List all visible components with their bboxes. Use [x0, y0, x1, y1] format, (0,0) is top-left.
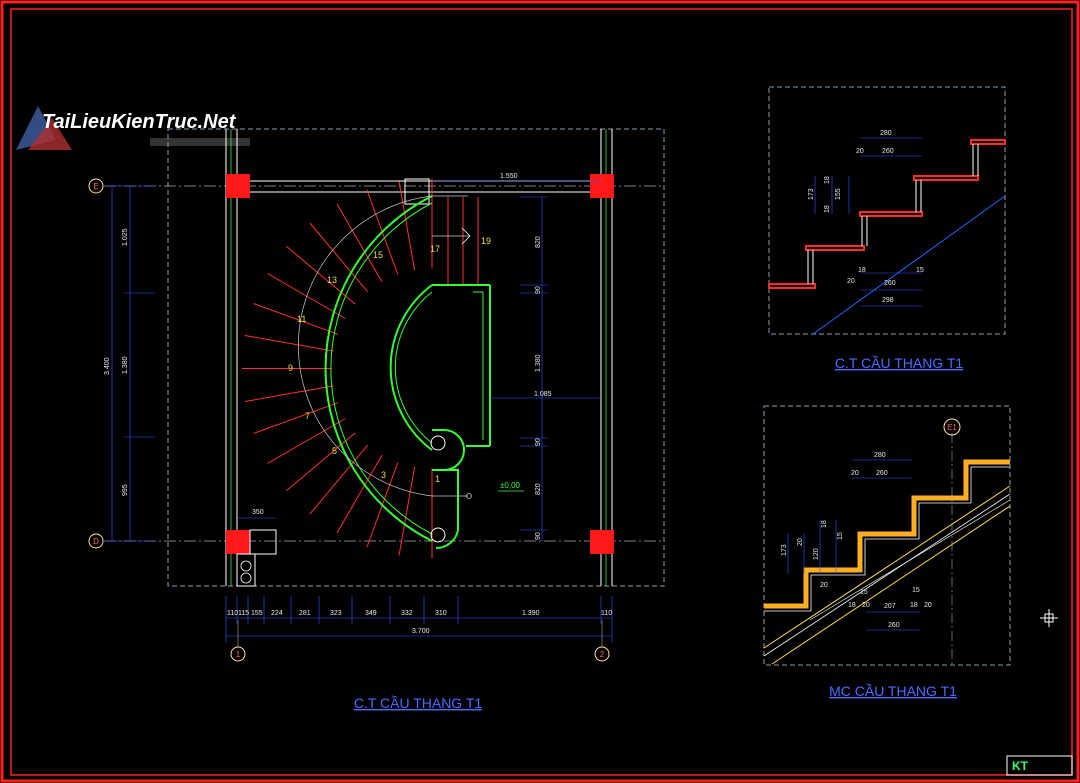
dim: 18 — [824, 205, 831, 213]
stair-tread-line — [286, 432, 356, 491]
dim: 173 — [808, 188, 815, 200]
dim-bottom: 155 — [251, 610, 263, 617]
dim: 20 — [820, 582, 828, 589]
axis-label-2: 2 — [600, 650, 605, 659]
detail-top-caption: C.T CẦU THANG T1 — [835, 355, 964, 371]
dim: 18 — [848, 602, 856, 609]
dim: 207 — [884, 603, 896, 610]
step-label: 5 — [332, 446, 337, 456]
dim-bottom: 281 — [299, 610, 311, 617]
step-label: 11 — [297, 314, 306, 324]
dim-right: 820 — [535, 483, 542, 495]
dim-bottom: 110 — [227, 610, 238, 617]
crosshair-icon — [1040, 609, 1058, 627]
dim: 155 — [835, 188, 842, 200]
dim-bottom-total: 3.700 — [412, 628, 430, 635]
step-label: 17 — [430, 244, 440, 254]
dim: 15 — [837, 532, 844, 540]
axis-label-e: E — [93, 182, 98, 191]
dim: 260 — [884, 280, 896, 287]
dim-right: 90 — [535, 286, 542, 294]
dim-right: 1.380 — [535, 354, 542, 372]
dim-bottom: 349 — [365, 610, 377, 617]
dim: 18 — [821, 520, 828, 528]
dim-mid: 1.085 — [534, 391, 552, 398]
dim: 15 — [860, 589, 868, 596]
dim: 20 — [856, 148, 864, 155]
dim: 120 — [813, 548, 820, 560]
dim-left: 1.380 — [122, 356, 129, 374]
stair-tread-line — [398, 466, 416, 556]
dim: 298 — [882, 297, 894, 304]
dim: 260 — [882, 148, 894, 155]
stair-tread-line — [253, 303, 339, 335]
dim-right: 820 — [535, 236, 542, 248]
title-block-code: KT — [1012, 759, 1029, 773]
logo: TaiLieuKienTruc.Net — [16, 106, 250, 150]
stair-tread-line — [286, 246, 356, 305]
detail-top: 280 20 260 173 18 155 18 18 15 20 260 29… — [768, 86, 1006, 371]
stair-tread-line — [244, 385, 334, 402]
dim: 18 — [858, 267, 866, 274]
dim-left: 995 — [122, 484, 129, 496]
dim-right: 90 — [535, 438, 542, 446]
stair-tread-line — [309, 222, 369, 293]
dim: 15 — [916, 267, 924, 274]
stair-tread-line — [267, 418, 346, 464]
stair-tread-line — [336, 203, 383, 283]
dim: 20 — [847, 278, 855, 285]
dim: 18 — [824, 176, 831, 184]
detail-bottom-caption: MC CẦU THANG T1 — [829, 683, 957, 699]
logo-text: TaiLieuKienTruc.Net — [42, 111, 237, 133]
step-label: 9 — [288, 363, 293, 373]
dim-right: 90 — [535, 532, 542, 540]
dim-left: 1.025 — [122, 228, 129, 246]
stair-tread-line — [267, 273, 346, 319]
plan-caption: C.T CẦU THANG T1 — [354, 695, 483, 711]
step-label: 1 — [435, 474, 440, 484]
dim: 173 — [781, 544, 788, 556]
axis-label-e1: E1 — [947, 423, 957, 432]
dim: 280 — [874, 452, 886, 459]
stair-tread-line — [253, 402, 339, 434]
dim-bottom: 224 — [271, 610, 283, 617]
stair-tread-line — [336, 454, 383, 534]
stair-tread-line — [244, 335, 334, 352]
dim: 260 — [888, 622, 900, 629]
dim-top: 1.550 — [500, 173, 518, 180]
dim: 280 — [880, 130, 892, 137]
dim-box: 350 — [252, 509, 264, 516]
step-label: 13 — [327, 275, 337, 285]
inner-frame — [10, 8, 1073, 776]
plan-view: 1 3 5 7 9 11 13 15 17 19 ±0,00 1.550 1.0… — [88, 128, 665, 711]
dim: 20 — [862, 602, 870, 609]
dim: 260 — [876, 470, 888, 477]
step-label: 15 — [373, 250, 383, 260]
title-block: KT — [1006, 755, 1073, 776]
step-label: 3 — [381, 470, 386, 480]
dim-bottom: 310 — [435, 610, 447, 617]
dim: 20 — [851, 470, 859, 477]
dim: 20 — [797, 538, 804, 546]
dim-bottom: 110 — [601, 610, 612, 617]
dim-bottom: 323 — [330, 610, 342, 617]
dim: 20 — [924, 602, 932, 609]
dim: 15 — [912, 587, 920, 594]
dim-bottom: 115 — [238, 610, 249, 617]
step-label: 19 — [481, 236, 491, 246]
stair-tread-line — [309, 444, 369, 515]
detail-bottom: E1 280 20 260 173 20 120 18 15 20 15 15 … — [763, 405, 1011, 699]
axis-label-1: 1 — [236, 650, 241, 659]
dim-bottom: 1.390 — [522, 610, 540, 617]
dim-left-total: 3.400 — [104, 357, 111, 375]
axis-label-d: D — [93, 537, 99, 546]
step-label: 7 — [305, 411, 310, 421]
dim: 18 — [910, 602, 918, 609]
stair-tread-line — [398, 181, 416, 271]
dim-bottom: 332 — [401, 610, 413, 617]
level-mark: ±0,00 — [500, 481, 521, 490]
